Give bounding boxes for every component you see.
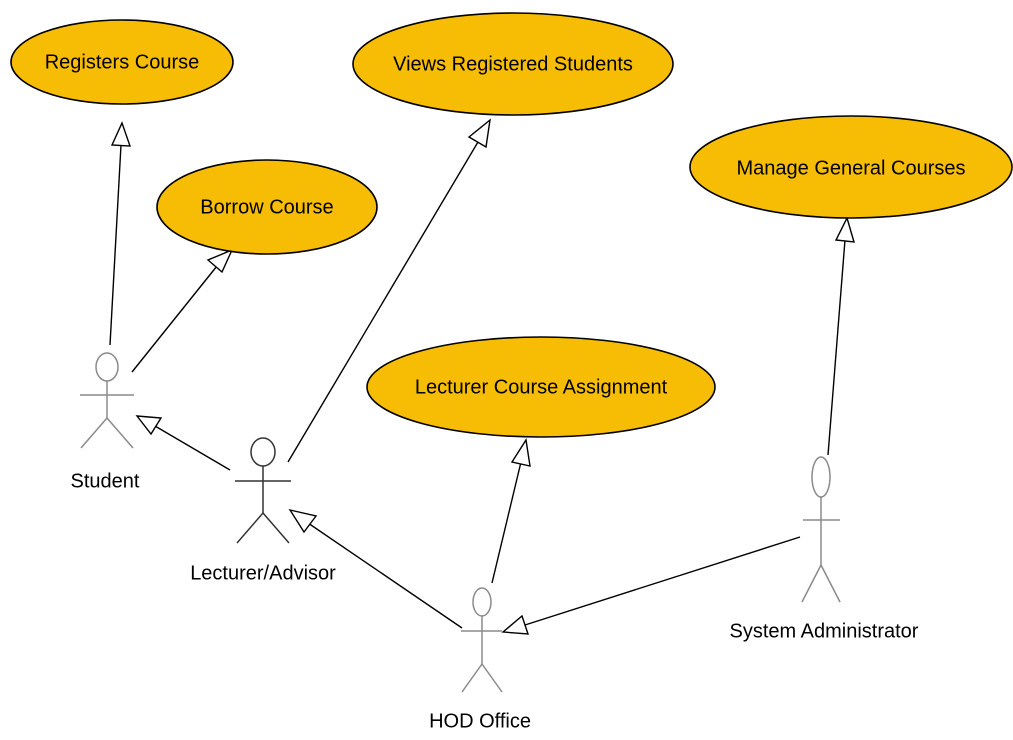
relation-lecturer-student	[135, 415, 231, 471]
actor-lecturer-advisor[interactable]: Lecturer/Advisor	[190, 437, 336, 584]
actor-system-administrator[interactable]: System Administrator	[730, 456, 919, 642]
actor-label: System Administrator	[730, 620, 919, 642]
actors-layer: Student Lecturer/Advisor HOD Office	[71, 352, 919, 732]
use-case-lecturer-course-assignment[interactable]: Lecturer Course Assignment	[366, 336, 716, 438]
relation-student-borrow-course	[131, 248, 234, 373]
actor-label: Lecturer/Advisor	[190, 562, 336, 584]
actor-student[interactable]: Student	[71, 352, 140, 492]
relation-sysadmin-hod	[501, 536, 801, 635]
use-case-shape	[352, 12, 674, 116]
stick-figure-icon	[461, 587, 503, 693]
use-case-label: Lecturer Course Assignment	[415, 376, 668, 398]
relation-hod-lecturer	[288, 508, 463, 629]
actor-label: Student	[71, 470, 140, 492]
stick-figure-icon	[801, 456, 841, 603]
relations-layer	[109, 118, 855, 635]
use-case-shape	[689, 115, 1013, 219]
use-case-views-registered-students[interactable]: Views Registered Students	[352, 12, 674, 116]
relation-hod-lecturer-course-assignment	[491, 438, 531, 584]
relation-lecturer-views-registered-students	[287, 118, 491, 463]
use-case-registers-course[interactable]: Registers Course	[10, 19, 234, 105]
actor-label: HOD Office	[429, 710, 531, 732]
use-case-shape	[10, 19, 234, 105]
use-case-shape	[156, 159, 378, 255]
use-case-borrow-course[interactable]: Borrow Course	[156, 159, 378, 255]
relation-student-registers-course	[109, 121, 132, 346]
actor-hod-office[interactable]: HOD Office	[429, 587, 531, 732]
stick-figure-icon	[235, 437, 291, 544]
use-case-label: Manage General Courses	[736, 157, 965, 179]
use-case-label: Views Registered Students	[393, 53, 633, 75]
relation-sysadmin-manage-general-courses	[827, 216, 855, 456]
use-case-label: Registers Course	[45, 51, 200, 73]
use-cases-layer: Registers Course Views Registered Studen…	[10, 12, 1013, 438]
stick-figure-icon	[80, 352, 134, 449]
use-case-label: Borrow Course	[200, 196, 333, 218]
use-case-manage-general-courses[interactable]: Manage General Courses	[689, 115, 1013, 219]
use-case-shape	[366, 336, 716, 438]
